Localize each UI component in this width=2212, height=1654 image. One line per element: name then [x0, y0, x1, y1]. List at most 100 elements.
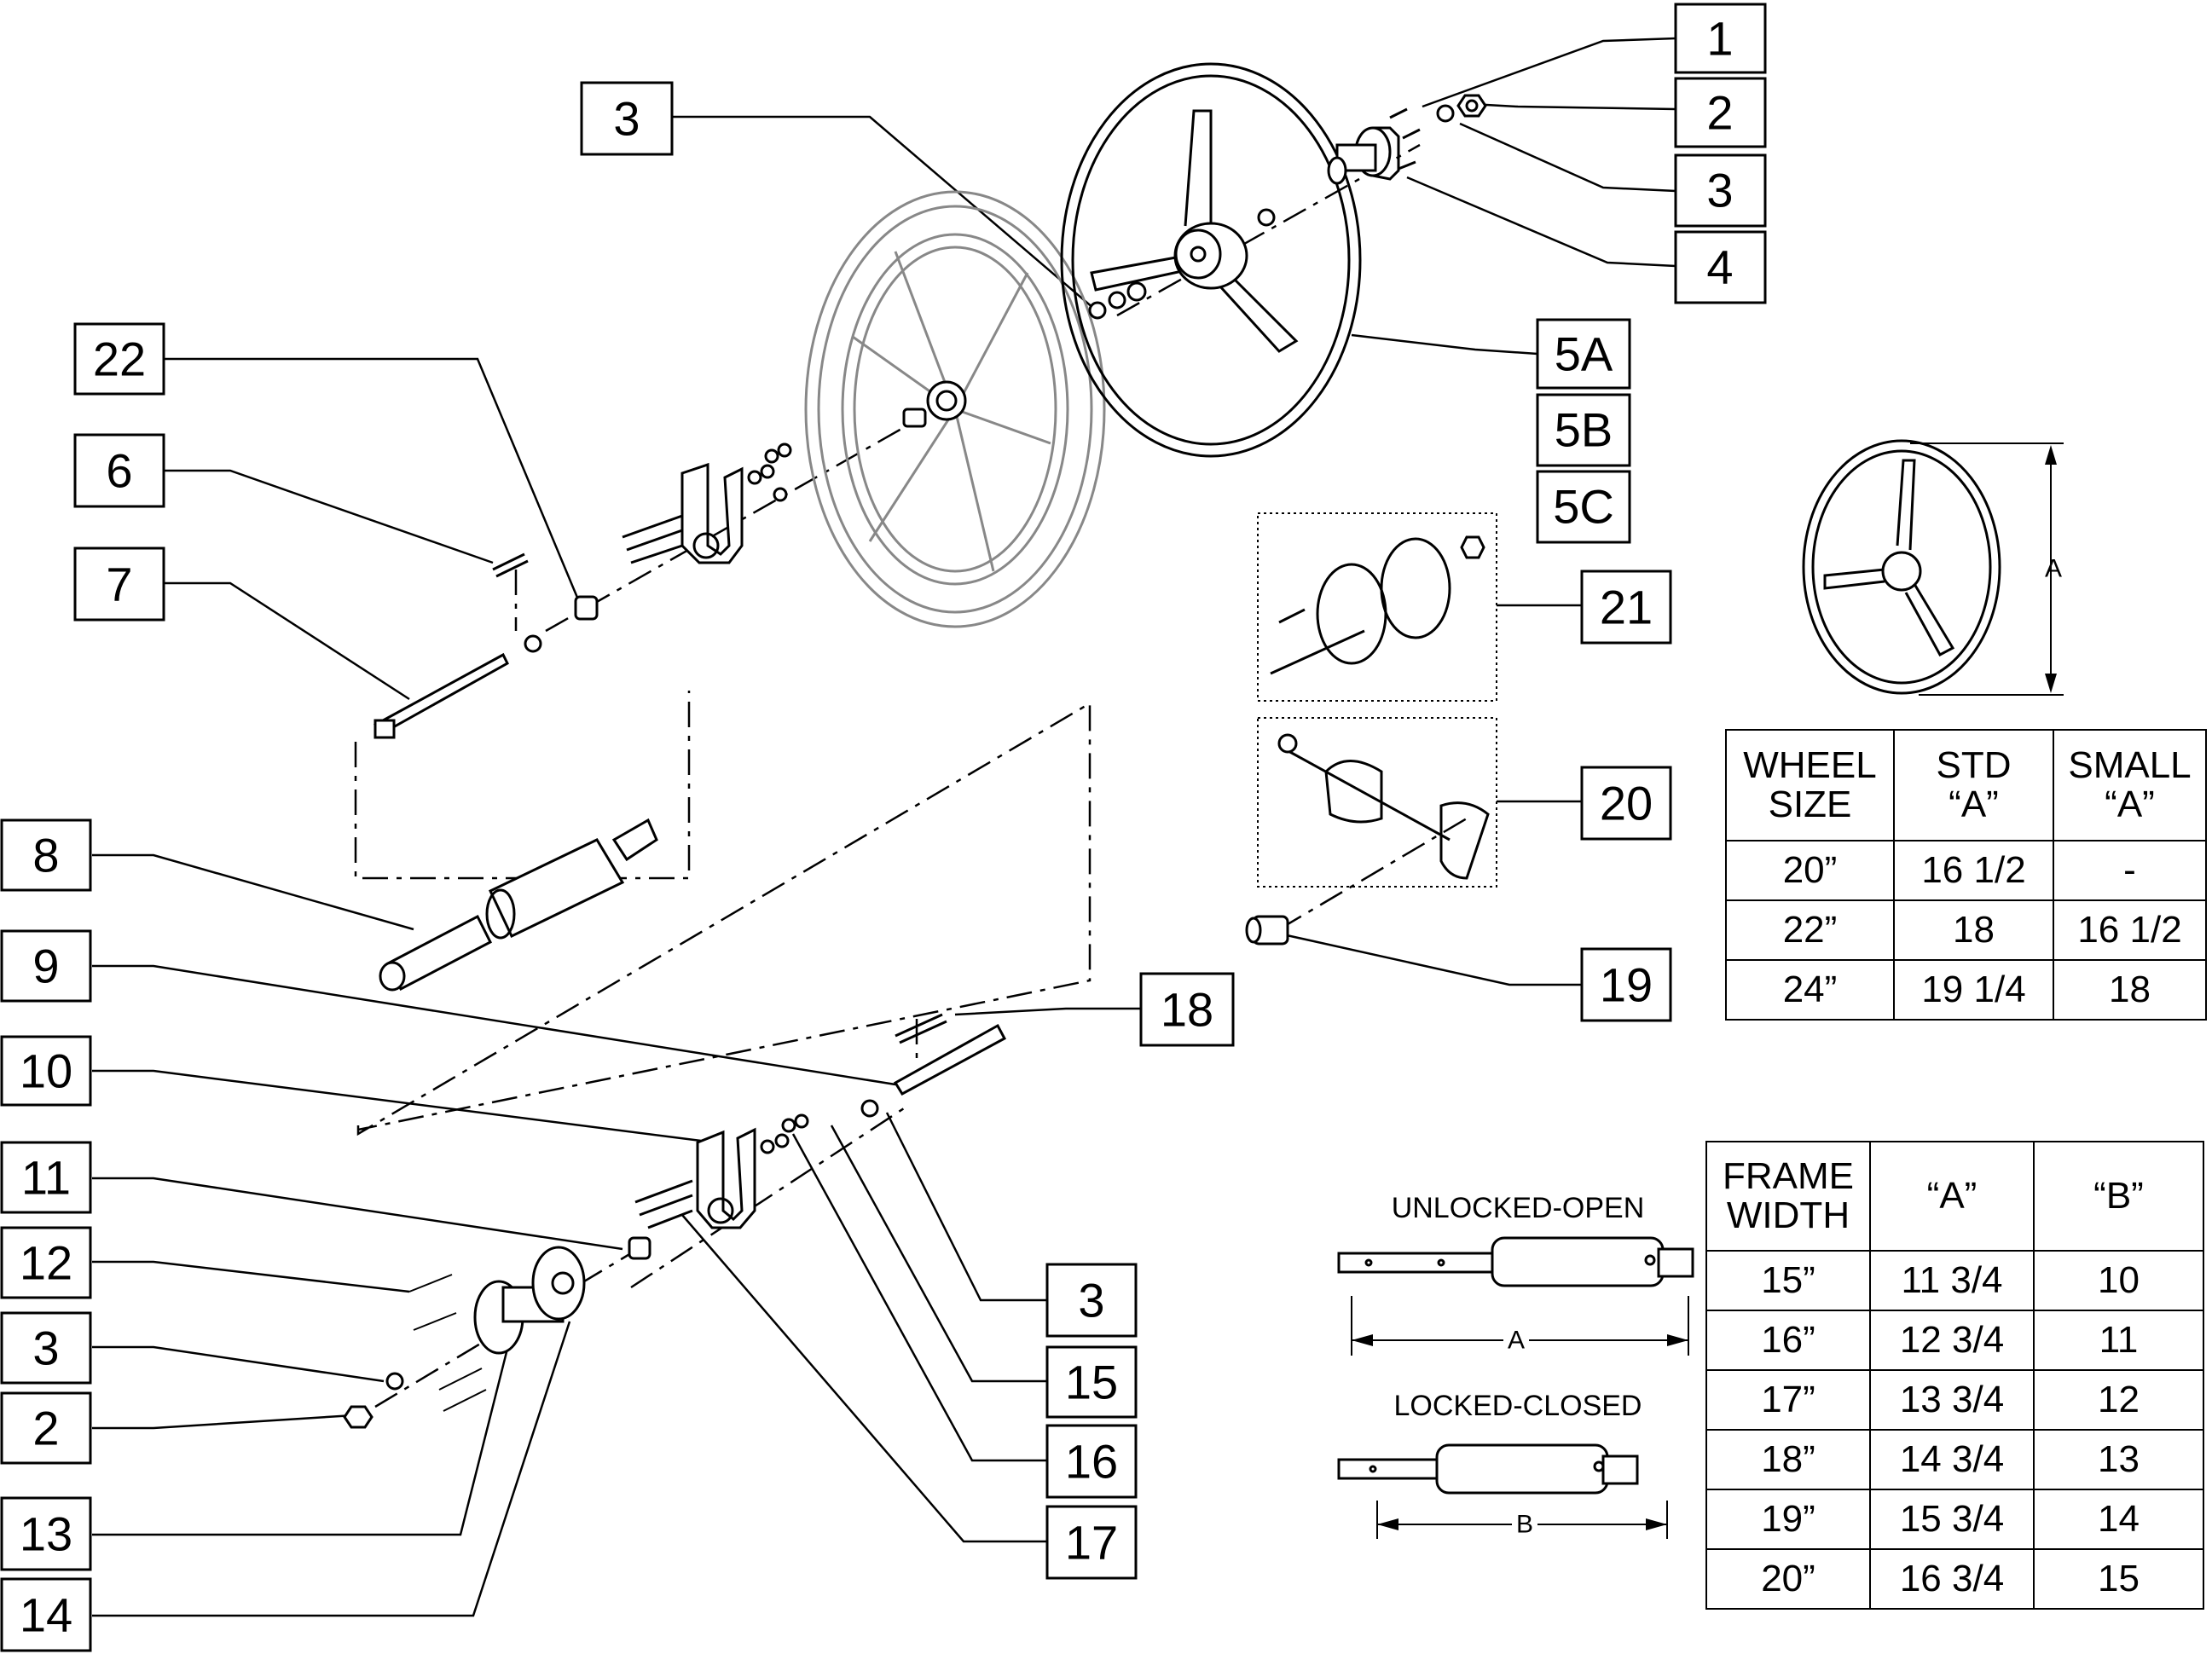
leader-18	[954, 1007, 1141, 1016]
callout-3: 3	[1674, 153, 1767, 228]
callout-22: 22	[73, 322, 165, 396]
locked-dim-label: B	[1516, 1511, 1533, 1539]
callout-3-top-left: 3	[580, 81, 674, 156]
callout-19: 19	[1580, 947, 1672, 1022]
leader-7	[162, 581, 410, 701]
leader-16	[791, 1133, 1047, 1462]
leader-1	[1422, 37, 1676, 108]
leader-19	[1278, 932, 1582, 986]
svg-text:18: 18	[1161, 983, 1213, 1037]
table-row: 20” 16 3/4 15	[1705, 1548, 2204, 1610]
axle-tube	[379, 818, 658, 992]
table-row: 15” 11 3/4 10	[1705, 1250, 2204, 1311]
rear-wheel	[804, 190, 1106, 628]
callout-13: 13	[0, 1496, 92, 1571]
svg-text:5C: 5C	[1553, 480, 1614, 534]
svg-text:7: 7	[106, 558, 132, 611]
leader-13	[92, 1338, 512, 1536]
svg-text:2: 2	[1706, 86, 1733, 140]
b-header: “B”	[2033, 1141, 2204, 1252]
table-row: 18” 14 3/4 13	[1705, 1429, 2204, 1490]
svg-text:10: 10	[20, 1044, 72, 1098]
a-header: “A”	[1869, 1141, 2035, 1252]
wheel-hub	[343, 1246, 586, 1429]
leader-6	[162, 469, 494, 564]
callout-3-bottom: 3	[1045, 1263, 1138, 1338]
leader-3-top-left	[672, 115, 1095, 309]
table-row: 24” 19 1/4 18	[1725, 959, 2207, 1021]
detail-box-20	[1257, 717, 1497, 888]
table-row: 19” 15 3/4 14	[1705, 1489, 2204, 1550]
axle-pin-and-axle	[373, 552, 529, 739]
svg-text:3: 3	[1706, 164, 1733, 217]
leader-10	[92, 1069, 702, 1142]
callout-12: 12	[0, 1226, 92, 1299]
leader-3-left	[92, 1345, 385, 1383]
callout-5c: 5C	[1536, 470, 1631, 544]
svg-text:20: 20	[1600, 777, 1653, 830]
callout-20: 20	[1580, 766, 1672, 841]
svg-text:2: 2	[32, 1402, 59, 1455]
axle-length-views: UNLOCKED-OPEN A LOCKED-CLOSED B	[1337, 1192, 1694, 1539]
leader-14	[92, 1321, 571, 1617]
svg-text:4: 4	[1706, 240, 1733, 294]
callout-4: 4	[1674, 230, 1767, 304]
leader-9	[92, 964, 896, 1086]
svg-text:16: 16	[1065, 1435, 1118, 1489]
leader-4	[1406, 176, 1676, 268]
callout-15: 15	[1045, 1345, 1138, 1419]
leader-3-bottom	[885, 1112, 1047, 1302]
assembly-centerlines	[354, 143, 1468, 1408]
callout-5a: 5A	[1536, 318, 1631, 390]
callout-2-left: 2	[0, 1391, 92, 1465]
std-a-header: STD“A”	[1893, 729, 2054, 841]
svg-text:22: 22	[93, 333, 146, 386]
upper-axle-bracket	[524, 408, 927, 653]
leader-17	[681, 1214, 1047, 1543]
leader-lines	[92, 37, 1676, 1617]
callout-8: 8	[0, 818, 92, 892]
svg-text:9: 9	[32, 940, 59, 993]
svg-text:1: 1	[1706, 12, 1733, 66]
callout-10: 10	[0, 1035, 92, 1107]
lower-axle-bracket	[628, 1113, 809, 1260]
callout-16: 16	[1045, 1424, 1138, 1499]
callout-3-left: 3	[0, 1311, 92, 1385]
hub-assembly-top	[1088, 94, 1487, 320]
spacer	[1245, 915, 1289, 946]
handrim-dim-label: A	[2045, 555, 2062, 583]
callout-18: 18	[1139, 972, 1235, 1047]
callout-17: 17	[1045, 1505, 1138, 1580]
svg-text:17: 17	[1065, 1516, 1118, 1570]
leader-12	[92, 1260, 410, 1293]
svg-text:15: 15	[1065, 1356, 1118, 1409]
table-row: 20” 16 1/2 -	[1725, 840, 2207, 901]
callout-11: 11	[0, 1141, 92, 1214]
leader-11	[92, 1177, 623, 1251]
table-row: 17” 13 3/4 12	[1705, 1369, 2204, 1431]
callout-7: 7	[73, 547, 165, 622]
leader-22	[162, 357, 582, 604]
svg-text:11: 11	[21, 1151, 71, 1205]
callout-6: 6	[73, 433, 165, 508]
unlocked-open-caption: UNLOCKED-OPEN	[1392, 1192, 1645, 1224]
detail-box-21	[1257, 512, 1497, 702]
svg-text:13: 13	[20, 1507, 72, 1561]
svg-text:3: 3	[1078, 1274, 1104, 1327]
callout-1: 1	[1674, 3, 1767, 74]
svg-text:5A: 5A	[1555, 327, 1613, 381]
svg-text:8: 8	[32, 829, 59, 882]
leader-8	[92, 853, 414, 931]
svg-text:21: 21	[1600, 581, 1653, 634]
table-row: 16” 12 3/4 11	[1705, 1310, 2204, 1371]
leader-2-left	[92, 1414, 355, 1430]
locked-closed-caption: LOCKED-CLOSED	[1394, 1390, 1642, 1422]
leader-2	[1470, 102, 1676, 111]
leader-3-top-right	[1459, 122, 1676, 193]
svg-text:14: 14	[20, 1588, 72, 1642]
